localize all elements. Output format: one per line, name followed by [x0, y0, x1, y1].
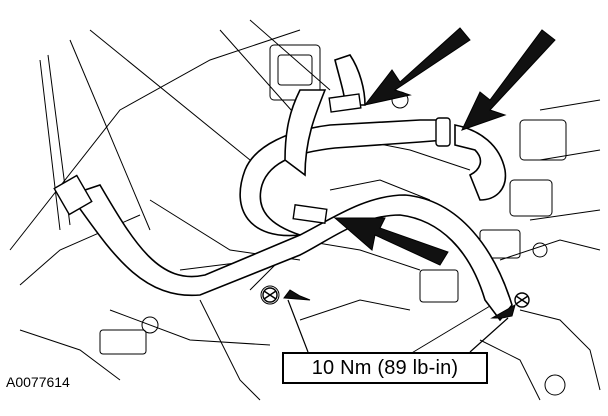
- bolt-left: [262, 287, 278, 303]
- arrow-bolt-pointer-right: [490, 303, 516, 319]
- hose-clamp-right: [435, 117, 451, 147]
- mounting-bolts: [262, 287, 530, 308]
- torque-spec-text: 10 Nm (89 lb-in): [311, 356, 459, 379]
- arrow-upper-right: [461, 29, 556, 131]
- torque-spec-callout: 10 Nm (89 lb-in): [282, 352, 488, 384]
- hose-clamp-upper: [328, 93, 362, 113]
- callout-arrows: [283, 27, 556, 319]
- hose-clamps: [53, 93, 451, 224]
- arrow-bolt-pointer: [283, 289, 311, 301]
- torque-leader-lines: [287, 299, 509, 353]
- coolant-hose: [68, 54, 513, 322]
- figure-id-label: A0077614: [6, 374, 70, 390]
- arrow-lower-center: [333, 217, 449, 266]
- arrow-upper-left: [363, 27, 471, 106]
- engine-background-lines: [9, 19, 601, 401]
- bolt-right: [514, 292, 530, 308]
- hose-clamp-lower: [292, 204, 328, 224]
- hose-clamp-left: [53, 174, 93, 216]
